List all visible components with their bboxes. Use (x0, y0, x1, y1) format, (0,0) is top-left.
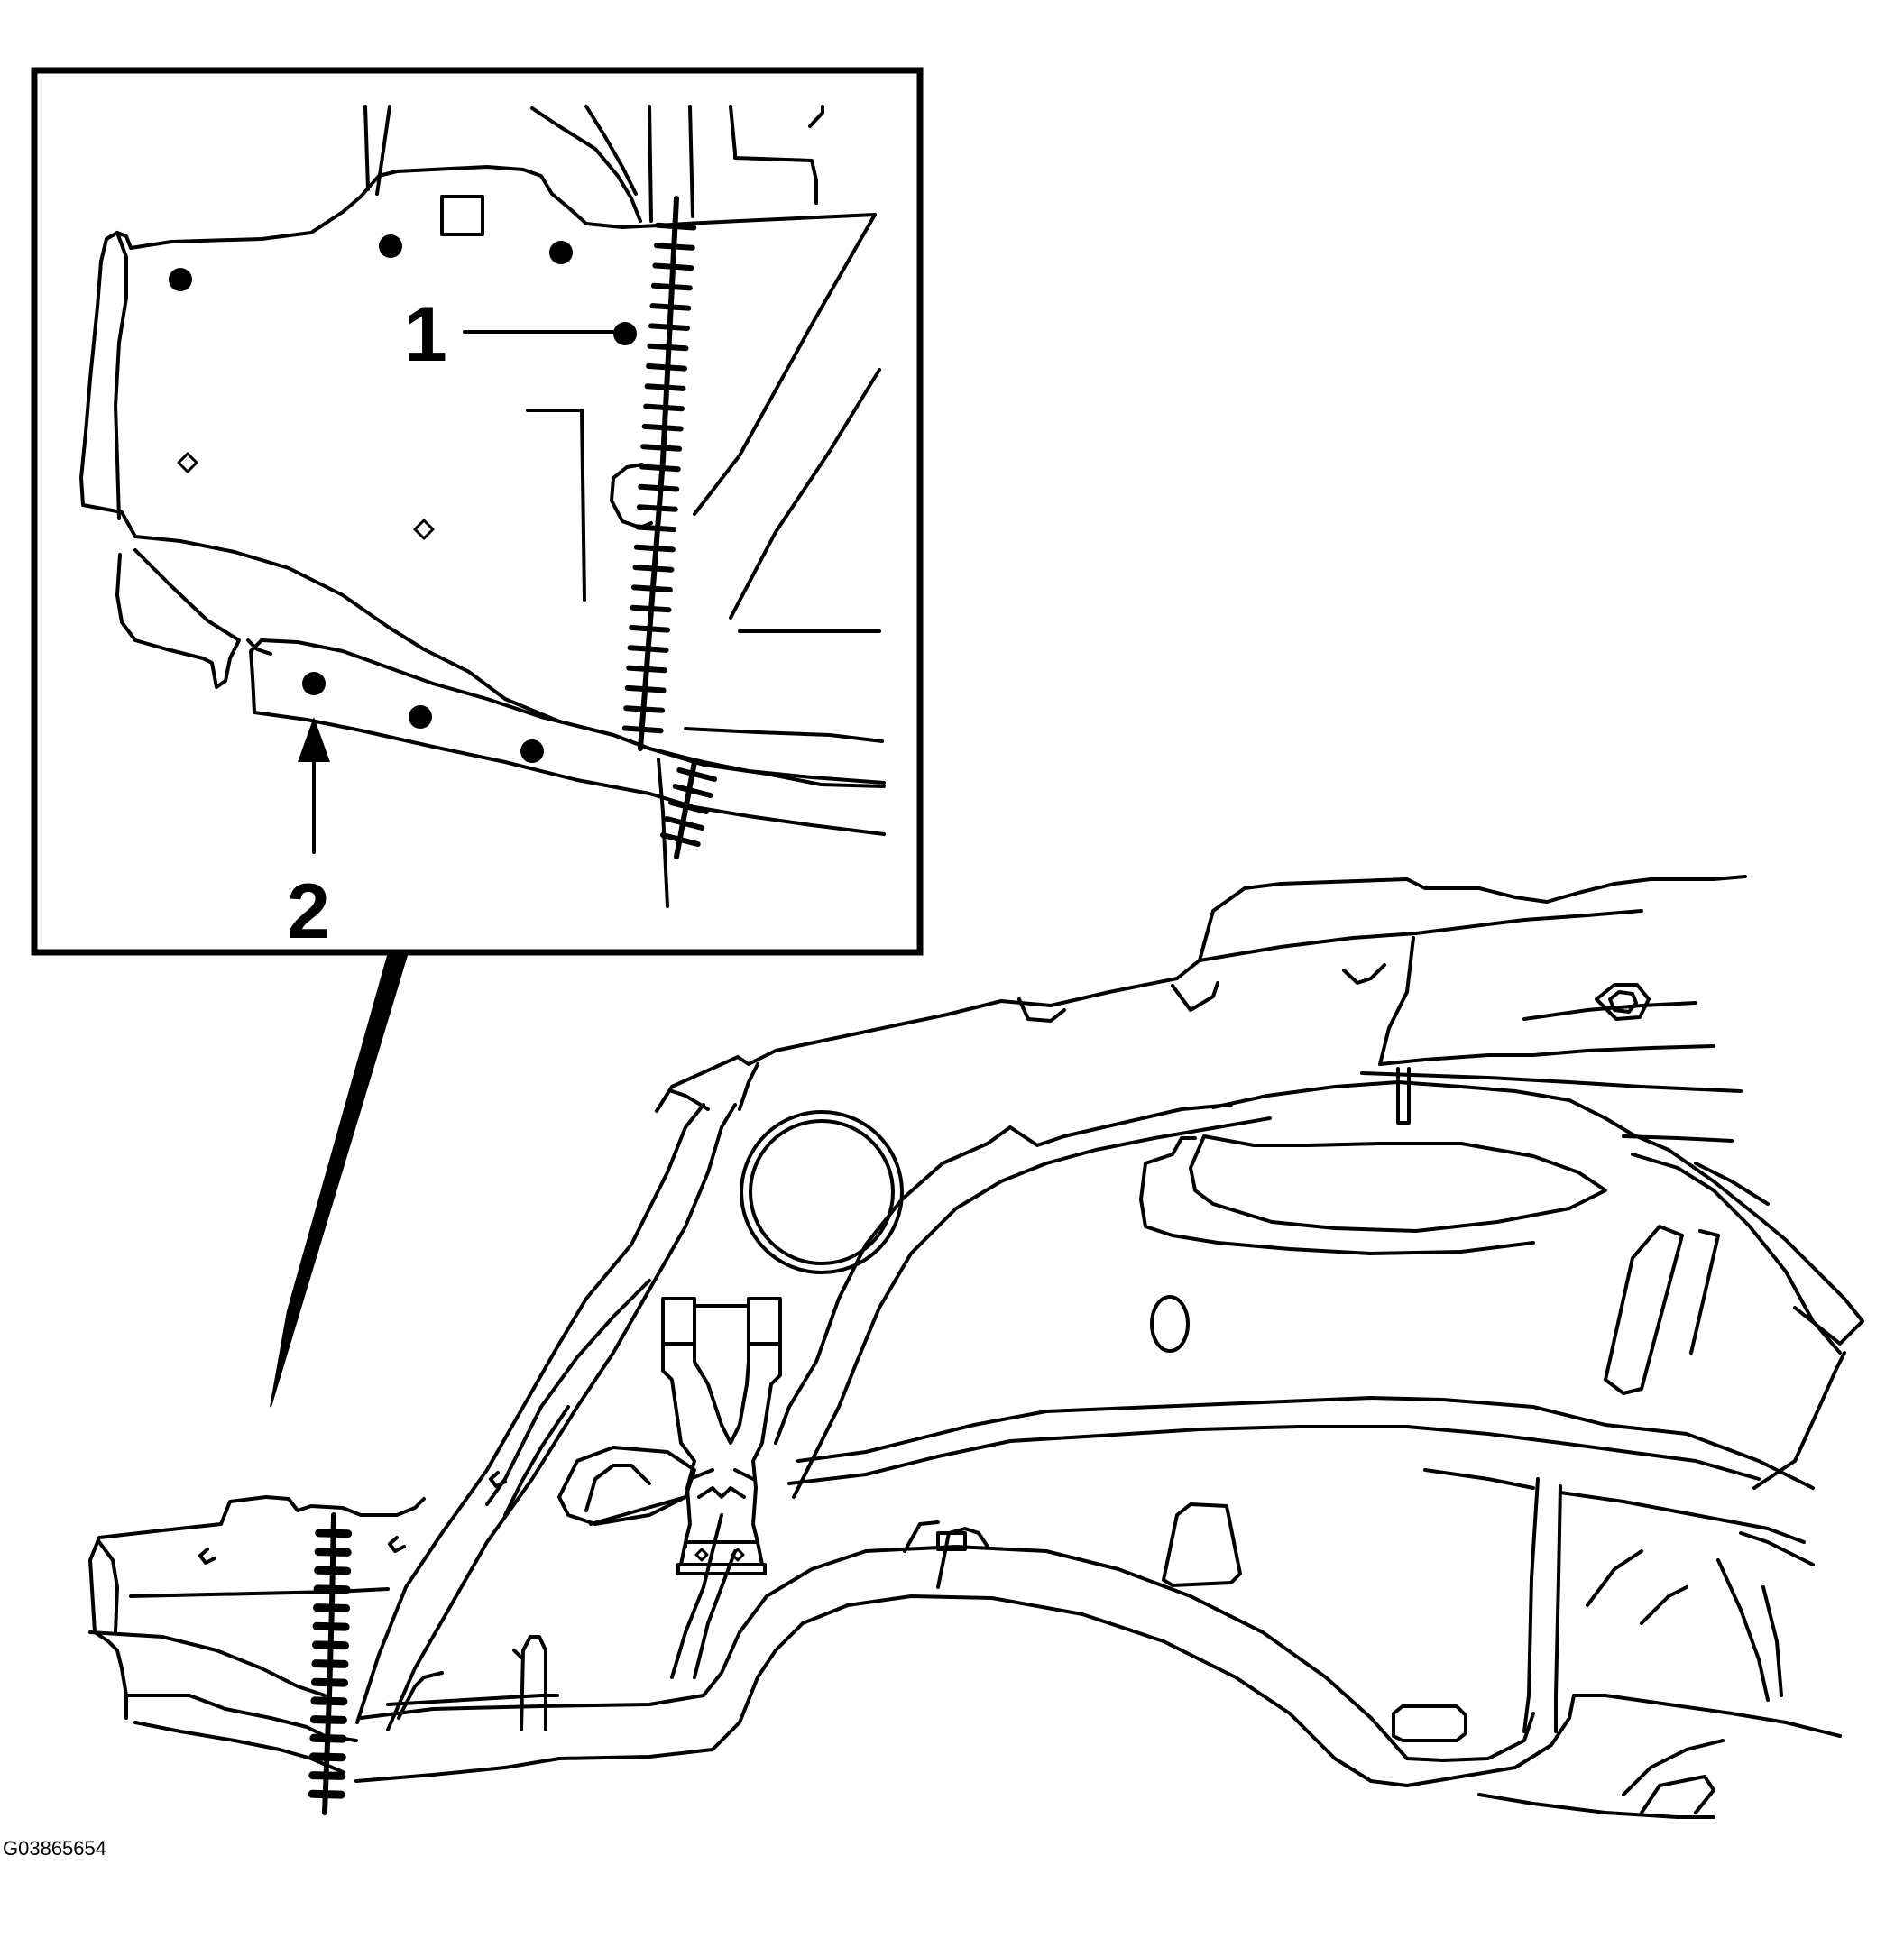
figure-id: G03865654 (3, 1837, 106, 1860)
weld-tick (649, 303, 692, 311)
weld-tick (310, 1696, 348, 1706)
weld-tick (639, 464, 681, 473)
weld-tick (314, 1566, 352, 1575)
weld-tick (676, 767, 718, 782)
inset-frame (31, 67, 924, 956)
weld-tick (632, 565, 675, 573)
vehicle-body-panel (88, 875, 1864, 1819)
weld-tick (629, 625, 670, 633)
weld-tick (627, 645, 669, 653)
weld-tick (624, 684, 667, 693)
callout-2-arrowhead (298, 717, 330, 762)
weld-tick (653, 243, 695, 251)
weld-tick (648, 323, 690, 331)
weld-tick (630, 604, 672, 613)
weld-tick (652, 262, 694, 271)
callout-1-label: 1 (404, 291, 447, 378)
weld-tick (641, 423, 684, 432)
weld-tick (659, 832, 701, 847)
weld-point (613, 322, 637, 345)
weld-point (520, 739, 544, 763)
inset-panel-drawing (79, 105, 886, 908)
weld-tick (643, 403, 685, 412)
weld-tick (315, 1529, 353, 1538)
weld-tick (640, 444, 683, 452)
weld-tick (644, 383, 686, 391)
weld-tick (313, 1584, 351, 1594)
weld-tick (631, 584, 673, 592)
weld-point (379, 234, 402, 258)
weld-tick (655, 222, 697, 231)
detail-inset: 1 2 (31, 67, 924, 1408)
weld-tick (313, 1603, 351, 1612)
weld-tick (309, 1715, 347, 1724)
weld-tick (621, 725, 664, 734)
weld-tick (646, 363, 687, 372)
bracket (661, 1297, 782, 1575)
callout-2-label: 2 (287, 868, 330, 955)
main-section-cut (308, 1512, 353, 1815)
weld-tick (636, 504, 678, 512)
callout-2: 2 (287, 717, 330, 955)
weld-tick (314, 1548, 352, 1557)
weld-tick (668, 800, 709, 814)
weld-tick (311, 1677, 348, 1687)
weld-tick (633, 544, 676, 553)
weld-tick (650, 282, 693, 291)
weld-point (409, 705, 432, 729)
weld-tick (647, 343, 689, 352)
weld-point (549, 241, 573, 264)
weld-tick (312, 1621, 350, 1631)
callout-1: 1 (404, 291, 615, 378)
weld-tick (312, 1640, 349, 1650)
weld-tick (308, 1771, 346, 1780)
weld-tick (635, 524, 677, 533)
inset-section-cut (621, 196, 718, 859)
inset-weld-points (169, 234, 637, 763)
weld-tick (309, 1733, 347, 1743)
weld-tick (664, 816, 705, 831)
weld-tick (308, 1752, 346, 1762)
weld-tick (308, 1789, 345, 1799)
weld-tick (672, 784, 713, 798)
weld-tick (623, 705, 666, 713)
weld-tick (311, 1659, 349, 1668)
weld-point (169, 268, 192, 291)
weld-tick (626, 665, 668, 674)
weld-point (302, 672, 326, 695)
weld-tick (638, 483, 680, 492)
